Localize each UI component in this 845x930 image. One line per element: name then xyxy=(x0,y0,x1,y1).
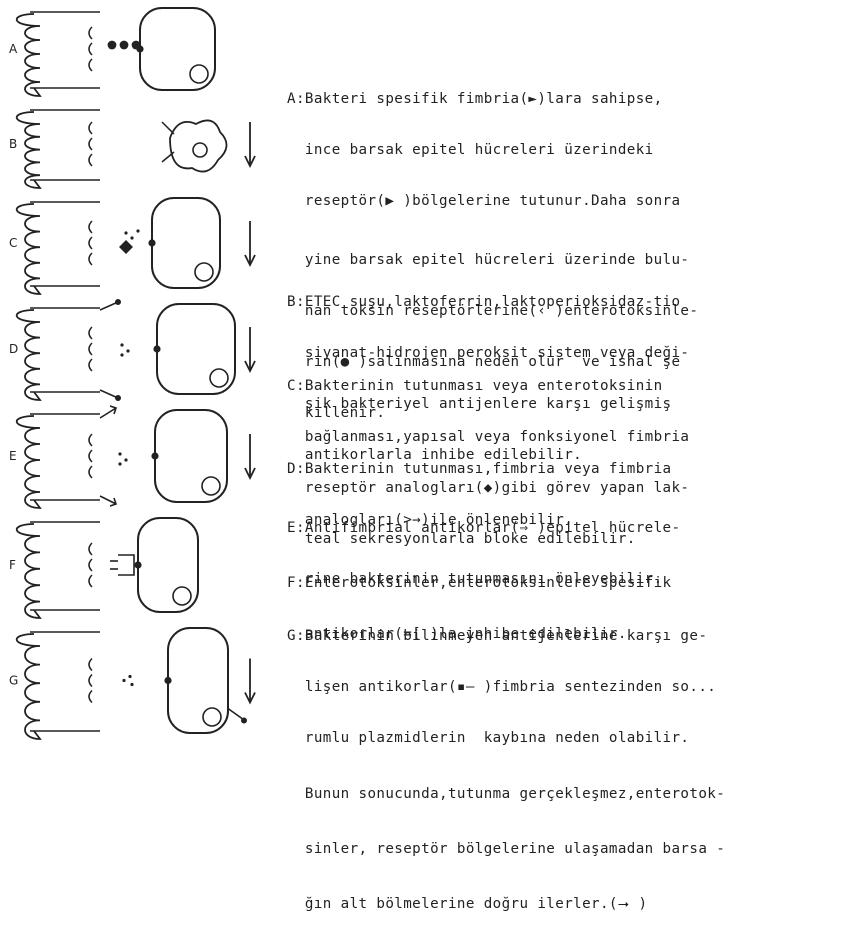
villus-wave xyxy=(17,634,40,739)
paragraph-line: rumlu plazmidlerin kaybına neden olabili… xyxy=(287,730,837,747)
mechanism-figure: A B C D E F G xyxy=(0,0,280,741)
panel-label-a: A xyxy=(9,42,18,56)
toxin-dot xyxy=(130,236,133,239)
analogue-diamond xyxy=(120,241,132,253)
receptor-hook xyxy=(89,691,92,703)
toxin-dot xyxy=(108,41,117,50)
bacteria-cell xyxy=(152,198,220,288)
paragraph-line: Bunun sonucunda,tutunma gerçekleşmez,ent… xyxy=(287,786,837,803)
villus-wave xyxy=(17,112,40,188)
paragraph-line: ince barsak epitel hücreleri üzerindeki xyxy=(287,142,837,159)
paragraph-line: F:Enterotoksinler,enterotoksinlere spesi… xyxy=(287,575,837,592)
receptor-hook xyxy=(89,543,92,555)
toxin-dot xyxy=(124,458,127,461)
analogue-head xyxy=(115,395,121,401)
toxin-dot xyxy=(118,462,121,465)
nucleus-circle xyxy=(195,263,213,281)
adhesin-dot xyxy=(151,452,158,459)
receptor-hook xyxy=(89,559,92,571)
paragraph-line: C:Bakterinin tutunması veya enterotoksin… xyxy=(287,378,837,395)
receptor-hook xyxy=(89,675,92,687)
antibody-arrow xyxy=(100,406,116,418)
toxin-dot xyxy=(118,452,121,455)
paragraph-line: A:Bakteri spesifik fimbria(►)lara sahips… xyxy=(287,91,837,108)
receptor-hook xyxy=(89,450,92,462)
bacteria-cell xyxy=(157,304,235,394)
receptor-hook xyxy=(89,466,92,478)
adhesin-dot xyxy=(148,239,155,246)
toxin-dot xyxy=(124,231,127,234)
receptor-hook xyxy=(89,434,92,446)
toxin-dot xyxy=(130,683,133,686)
analogue-head xyxy=(115,299,121,305)
toxin-dot xyxy=(132,41,141,50)
villus-wave xyxy=(17,524,40,618)
antibody-head xyxy=(241,718,247,724)
receptor-hook xyxy=(89,59,92,71)
receptor-hook xyxy=(89,221,92,233)
toxin-dot xyxy=(126,349,129,352)
bacteria-cell xyxy=(138,518,198,612)
panel-label-g: G xyxy=(9,674,18,688)
receptor-hook xyxy=(89,575,92,587)
receptor-hook xyxy=(89,253,92,265)
paragraph-line: sinler, reseptör bölgelerine ulaşamadan … xyxy=(287,841,837,858)
paragraph-line: ğın alt bölmelerine doğru ilerler.(⭢ ) xyxy=(287,896,837,913)
receptor-hook xyxy=(89,659,92,671)
toxin-dot xyxy=(120,343,123,346)
paragraph-line: G:Bakterinin bilinmeyen antijenlerine ka… xyxy=(287,628,837,645)
bacteria-cell xyxy=(155,410,227,502)
adhesin-dot xyxy=(164,677,171,684)
toxin-dot xyxy=(120,353,123,356)
bacteria-cell xyxy=(140,8,215,90)
paragraph-line: D:Bakterinin tutunması,fimbria veya fimb… xyxy=(287,461,837,478)
adhesin-dot xyxy=(134,561,141,568)
villus-wave xyxy=(17,310,40,400)
fimbria-line xyxy=(162,122,174,134)
paragraph-line: E:Antifimbrial antikorlar(⇒ )epitel hücr… xyxy=(287,520,837,537)
nucleus-circle xyxy=(203,708,221,726)
receptor-hook xyxy=(89,343,92,355)
receptor-hook xyxy=(89,237,92,249)
villus-wave xyxy=(17,204,40,294)
toxin-dot xyxy=(120,41,129,50)
bacteria-blob xyxy=(170,120,227,171)
villus-wave xyxy=(17,14,40,96)
receptor-hook xyxy=(89,327,92,339)
villus-wave xyxy=(17,416,40,508)
nucleus-circle xyxy=(173,587,191,605)
panel-label-b: B xyxy=(9,137,17,151)
panel-label-e: E xyxy=(9,449,17,463)
receptor-hook xyxy=(89,27,92,39)
paragraph-g: G:Bakterinin bilinmeyen antijenlerine ka… xyxy=(287,594,837,930)
panel-label-c: C xyxy=(9,236,17,250)
panel-label-d: D xyxy=(9,342,18,356)
nucleus-circle xyxy=(202,477,220,495)
receptor-hook xyxy=(89,359,92,371)
panel-label-f: F xyxy=(9,558,16,572)
nucleus-circle xyxy=(190,65,208,83)
toxin-dot xyxy=(128,675,131,678)
adhesin-dot xyxy=(153,345,160,352)
receptor-hook xyxy=(89,122,92,134)
paragraph-line: reseptör(▶ )bölgelerine tutunur.Daha son… xyxy=(287,193,837,210)
toxin-dot xyxy=(136,229,139,232)
antibody-bracket xyxy=(118,555,134,575)
toxin-dot xyxy=(122,679,125,682)
bacteria-cell xyxy=(168,628,228,733)
receptor-hook xyxy=(89,43,92,55)
receptor-hook xyxy=(89,154,92,166)
nucleus-circle xyxy=(193,143,207,157)
fimbria-stub xyxy=(228,709,242,719)
paragraph-line: lişen antikorlar(▪— )fimbria sentezinden… xyxy=(287,679,837,696)
nucleus-circle xyxy=(210,369,228,387)
receptor-hook xyxy=(89,138,92,150)
antibody-arrow xyxy=(100,496,116,506)
paragraph-line: B:ETEC suşu,laktoferrin,laktoperioksidaz… xyxy=(287,294,837,311)
